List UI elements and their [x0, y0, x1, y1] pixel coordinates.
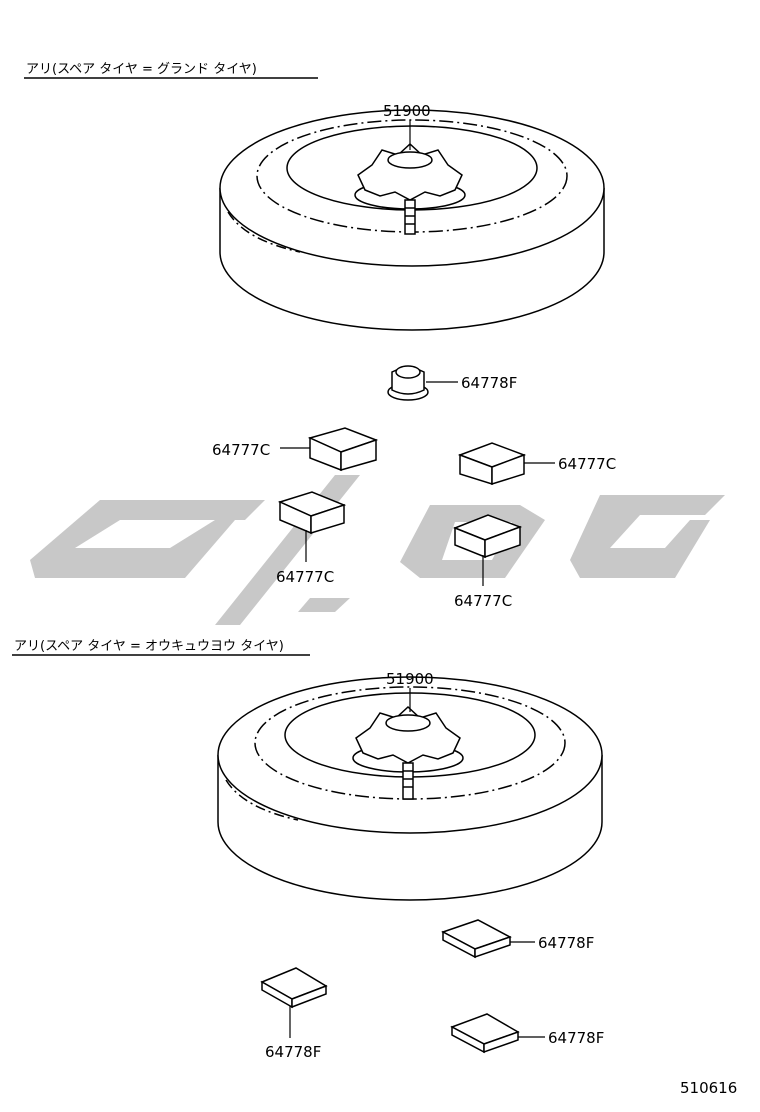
section-1: アリ(スペア タイヤ = グランド タイヤ) 51900 64778F — [24, 62, 616, 610]
block-upper-right — [457, 442, 527, 486]
label-64777C-ul: 64777C — [212, 441, 270, 459]
watermark-logo — [30, 475, 725, 625]
pad-left — [260, 967, 328, 1009]
label-64778F-pad-ru: 64778F — [538, 934, 594, 952]
label-64778F-pad-l: 64778F — [265, 1043, 321, 1061]
figure-id: 510616 — [680, 1079, 737, 1097]
label-51900-top: 51900 — [383, 102, 431, 120]
pad-right-upper — [441, 919, 512, 959]
lock-nut-2 — [352, 705, 464, 800]
section-2: アリ(スペア タイヤ = オウキュウヨウ タイヤ) 51900 64778F — [12, 639, 604, 1061]
label-51900-bottom: 51900 — [386, 670, 434, 688]
cap-64778F — [387, 365, 429, 401]
label-64778F-pad-rl: 64778F — [548, 1029, 604, 1047]
block-lower-left — [277, 491, 347, 535]
label-64777C-ur: 64777C — [558, 455, 616, 473]
label-64777C-ll: 64777C — [276, 568, 334, 586]
pad-right-lower — [450, 1013, 520, 1054]
section-1-heading: アリ(スペア タイヤ = グランド タイヤ) — [26, 62, 257, 77]
lock-nut-1 — [354, 142, 466, 235]
block-upper-left — [307, 427, 379, 472]
section-2-heading: アリ(スペア タイヤ = オウキュウヨウ タイヤ) — [14, 639, 284, 654]
block-lower-right — [452, 514, 523, 559]
label-64778F-cap: 64778F — [461, 374, 517, 392]
label-64777C-lr: 64777C — [454, 592, 512, 610]
